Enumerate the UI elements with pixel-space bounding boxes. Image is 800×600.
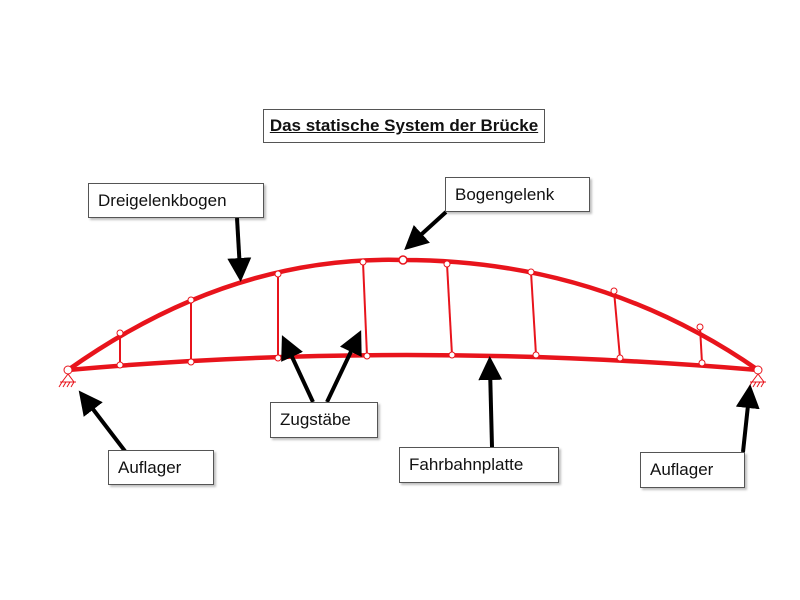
hinge bbox=[274, 270, 282, 278]
hinge bbox=[448, 351, 456, 359]
hinge bbox=[116, 329, 124, 337]
arrow-zugstab-right bbox=[325, 330, 362, 403]
hanger-6 bbox=[530, 271, 537, 356]
arch-hinges bbox=[116, 258, 704, 337]
hinge bbox=[443, 260, 451, 268]
hinge bbox=[698, 359, 706, 367]
hinge bbox=[532, 351, 540, 359]
label-zugstaebe: Zugstäbe bbox=[270, 402, 378, 438]
hangers bbox=[119, 261, 703, 365]
diagram-title: Das statische System der Brücke bbox=[263, 109, 545, 143]
hinge bbox=[616, 354, 624, 362]
hinge bbox=[696, 323, 704, 331]
arrow-fahrbahnplatte bbox=[478, 356, 503, 448]
label-bogengelenk: Bogengelenk bbox=[445, 177, 590, 212]
arrows bbox=[78, 210, 760, 457]
arrow-auflager-right bbox=[735, 384, 760, 453]
hinge bbox=[187, 358, 195, 366]
deck bbox=[67, 352, 759, 373]
support-left bbox=[58, 365, 76, 388]
label-fahrbahnplatte: Fahrbahnplatte bbox=[399, 447, 559, 483]
hanger-8 bbox=[699, 326, 703, 364]
deck-hinges bbox=[116, 351, 706, 369]
hinge bbox=[116, 361, 124, 369]
hinge bbox=[187, 296, 195, 304]
label-dreigelenkbogen: Dreigelenkbogen bbox=[88, 183, 264, 218]
arrow-zugstab-left bbox=[281, 335, 315, 403]
label-auflager-left: Auflager bbox=[108, 450, 214, 485]
hinge bbox=[610, 287, 618, 295]
hinge bbox=[363, 352, 371, 360]
arrow-auflager-left bbox=[78, 390, 130, 457]
hanger-7 bbox=[613, 290, 621, 359]
arrow-dreigelenkbogen bbox=[227, 217, 252, 282]
hinge bbox=[359, 258, 367, 266]
hanger-4 bbox=[362, 261, 368, 357]
crown-hinge bbox=[398, 255, 408, 265]
arrow-bogengelenk bbox=[404, 210, 448, 251]
label-auflager-right: Auflager bbox=[640, 452, 745, 488]
hinge bbox=[527, 268, 535, 276]
hanger-5 bbox=[446, 263, 453, 356]
support-right bbox=[748, 365, 766, 388]
hinge bbox=[274, 354, 282, 362]
